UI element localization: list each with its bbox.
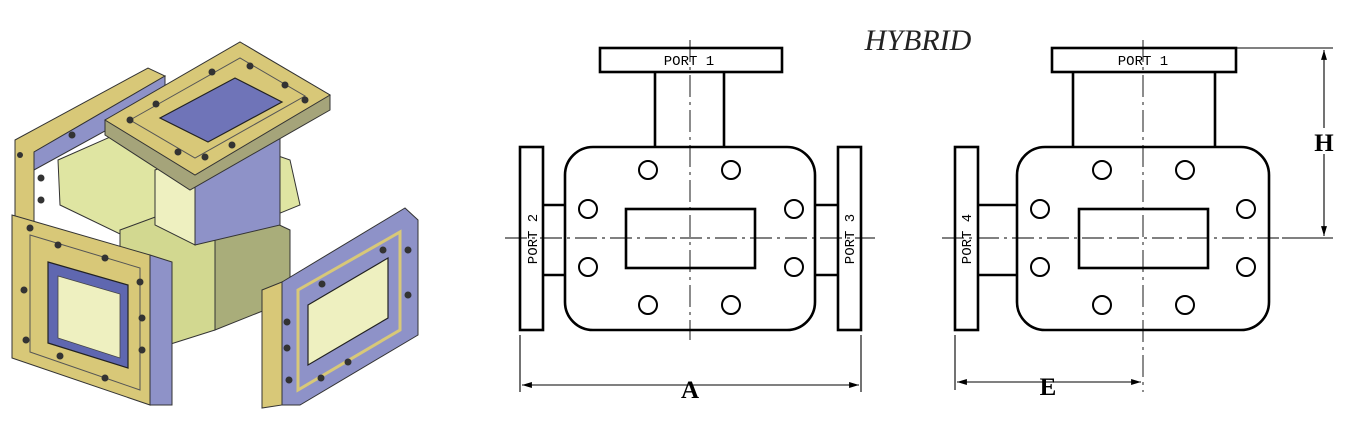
bolt-hole bbox=[54, 241, 62, 249]
bolt-hole bbox=[1236, 199, 1256, 219]
bolt-hole bbox=[22, 336, 30, 344]
bolt-hole bbox=[283, 344, 291, 352]
port2-label: PORT 2 bbox=[526, 214, 542, 264]
dimension-a-label: A bbox=[681, 377, 699, 404]
port4-label: PORT 4 bbox=[960, 214, 976, 264]
bolt-hole bbox=[201, 153, 209, 161]
bolt-hole bbox=[638, 295, 658, 315]
bolt-hole bbox=[578, 199, 598, 219]
port1-flange bbox=[1050, 46, 1238, 74]
flange-front-right-rim bbox=[296, 229, 402, 393]
bolt-hole bbox=[20, 286, 28, 294]
bolt-hole bbox=[68, 131, 76, 139]
bolt-hole bbox=[1092, 295, 1112, 315]
bolt-hole bbox=[1030, 199, 1050, 219]
bolt-hole bbox=[37, 174, 45, 182]
bolt-hole bbox=[317, 374, 325, 382]
flange-front-right-edge bbox=[261, 281, 283, 409]
bolt-hole bbox=[281, 81, 289, 89]
bolt-hole bbox=[638, 160, 658, 180]
bolt-hole bbox=[101, 254, 109, 262]
port2-flange bbox=[518, 145, 545, 332]
bolt-hole bbox=[1092, 160, 1112, 180]
dimension-e-label: E bbox=[1040, 374, 1057, 401]
bolt-hole bbox=[1175, 160, 1195, 180]
bolt-hole bbox=[404, 246, 412, 254]
bolt-hole bbox=[318, 280, 326, 288]
bolt-hole bbox=[301, 96, 309, 104]
bolt-hole bbox=[26, 224, 34, 232]
waveguide-aperture bbox=[624, 207, 757, 270]
isometric-view bbox=[11, 41, 419, 409]
bolt-hole bbox=[246, 62, 254, 70]
port3-flange bbox=[836, 145, 863, 332]
bolt-hole bbox=[152, 100, 160, 108]
flange-front-left-edge bbox=[149, 254, 173, 406]
bolt-hole bbox=[228, 141, 236, 149]
bolt-hole bbox=[1030, 257, 1050, 277]
bolt-hole bbox=[138, 346, 146, 354]
bolt-hole bbox=[721, 295, 741, 315]
bolt-hole bbox=[17, 152, 23, 158]
bolt-hole bbox=[126, 116, 134, 124]
port3-label: PORT 3 bbox=[843, 214, 859, 264]
dimension-h-gap bbox=[1310, 128, 1338, 154]
port2-inner bbox=[57, 275, 121, 359]
port1-flange bbox=[598, 46, 784, 74]
port4-flange bbox=[953, 145, 980, 332]
bolt-hole bbox=[784, 199, 804, 219]
bolt-hole bbox=[1236, 257, 1256, 277]
bolt-hole bbox=[784, 257, 804, 277]
drawing-title: HYBRID bbox=[864, 24, 972, 57]
bolt-hole bbox=[285, 376, 293, 384]
port3-opening bbox=[307, 256, 389, 367]
bolt-hole bbox=[578, 257, 598, 277]
bolt-hole bbox=[1175, 295, 1195, 315]
front-view: PORT 1 PORT 2 PORT 3 A bbox=[505, 40, 875, 404]
waveguide-aperture bbox=[1077, 207, 1210, 270]
bolt-hole bbox=[138, 314, 146, 322]
side-view: PORT 1 PORT 4 E H bbox=[942, 40, 1338, 401]
bolt-hole bbox=[174, 148, 182, 156]
bolt-hole bbox=[101, 374, 109, 382]
dimension-h-label: H bbox=[1314, 130, 1334, 157]
port1-opening bbox=[158, 77, 284, 143]
bolt-hole bbox=[404, 291, 412, 299]
bolt-hole bbox=[136, 278, 144, 286]
bolt-hole bbox=[37, 196, 45, 204]
port1-label: PORT 1 bbox=[664, 54, 714, 70]
bolt-hole bbox=[283, 318, 291, 326]
bolt-hole bbox=[56, 352, 64, 360]
bolt-hole bbox=[379, 246, 387, 254]
bolt-hole bbox=[208, 68, 216, 76]
bolt-hole bbox=[721, 160, 741, 180]
flange-top-rim bbox=[128, 57, 307, 159]
bolt-hole bbox=[344, 358, 352, 366]
